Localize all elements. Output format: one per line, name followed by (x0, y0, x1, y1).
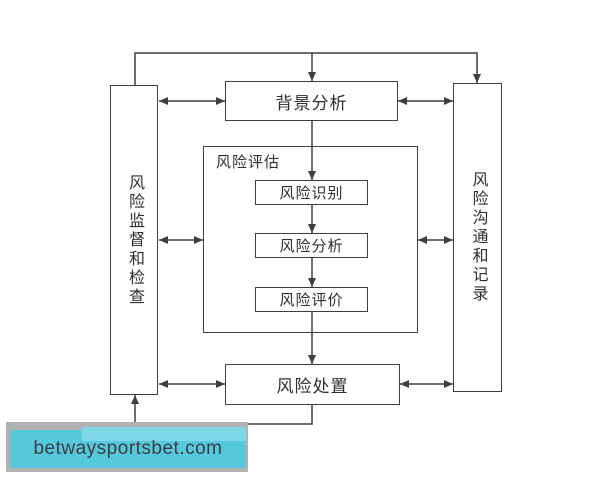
node-risk-communication-record: 风险沟通和记录 (453, 83, 502, 392)
group-risk-assessment: 风险评估 (203, 146, 418, 333)
node-risk-identification: 风险识别 (255, 180, 368, 205)
node-label: 风险识别 (279, 185, 344, 202)
node-risk-treatment: 风险处置 (225, 364, 400, 405)
node-risk-monitor-review: 风险监督和检查 (110, 85, 158, 395)
node-risk-evaluation: 风险评价 (255, 287, 368, 312)
node-label: 风险监督和检查 (126, 173, 143, 307)
node-label: 风险分析 (279, 238, 344, 255)
node-label: 风险评价 (279, 292, 344, 309)
connector-monitor-to-communication-top (134, 52, 481, 85)
node-risk-analysis: 风险分析 (255, 233, 368, 258)
group-label: 风险评估 (216, 154, 281, 171)
node-label: 风险处置 (276, 377, 349, 396)
node-context-analysis: 背景分析 (225, 81, 398, 121)
node-label: 背景分析 (275, 93, 348, 113)
watermark-text: betwaysportsbet.com (33, 438, 223, 459)
node-label: 风险沟通和记录 (469, 171, 487, 304)
watermark-highlight-strip (82, 427, 246, 441)
